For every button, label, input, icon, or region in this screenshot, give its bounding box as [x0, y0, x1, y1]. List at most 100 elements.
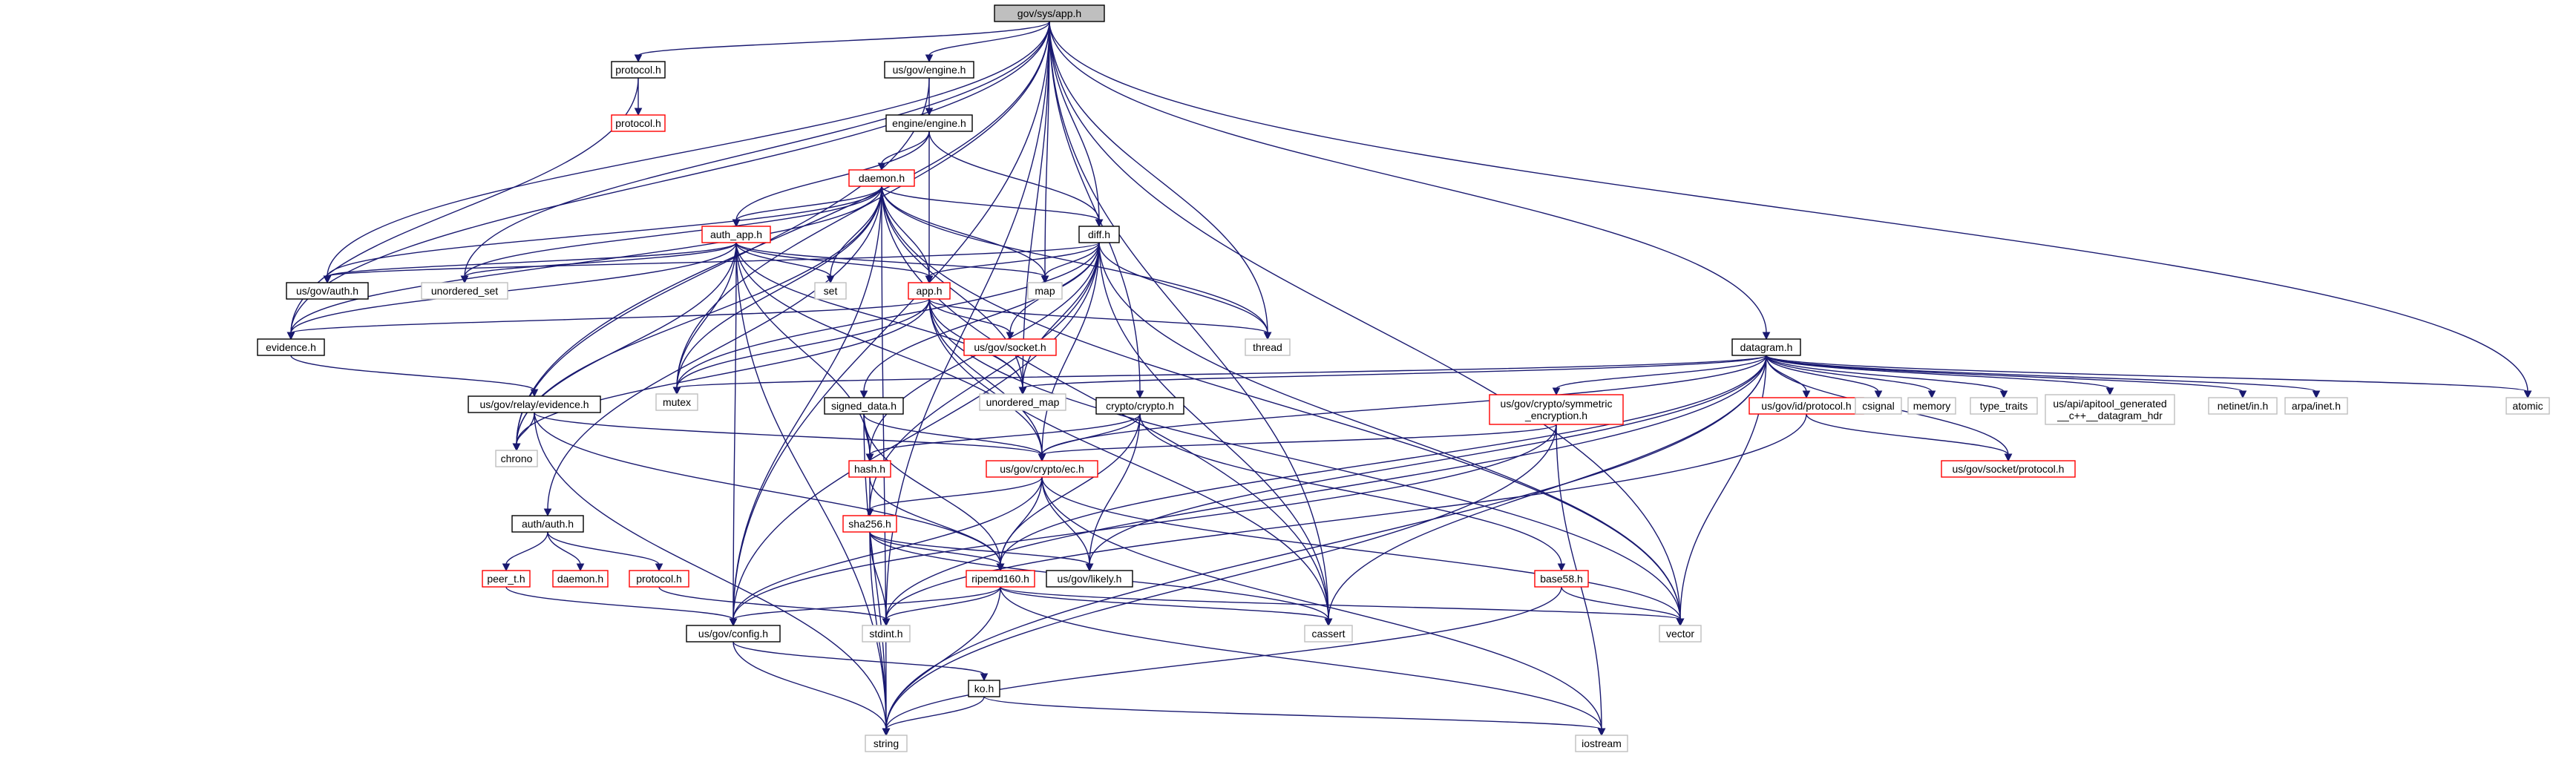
arrowhead-diff_h-to-us_gov_auth_h [323, 275, 332, 284]
edge-daemon_h-to-diff_h [881, 185, 1100, 221]
arrowhead-auth_app_h-to-set [826, 275, 835, 284]
edge-daemon_h-to-mutex [676, 185, 882, 389]
node-us-gov-socket-h[interactable]: us/gov/socket.h [963, 338, 1057, 356]
edge-datagram_h-to-apitool_hdr [1766, 355, 2111, 390]
node-config-h[interactable]: us/gov/config.h [686, 625, 781, 643]
edge-crypto_crypto_h-to-ripemd160_h [1000, 413, 1141, 565]
arrowhead-ripemd160_h-to-config_h [729, 618, 738, 627]
node-unordered-set: unordered_set [421, 282, 508, 300]
node-label: us/gov/auth.h [296, 285, 358, 297]
node-app-h[interactable]: app.h [908, 282, 951, 300]
node-id-protocol-h[interactable]: us/gov/id/protocol.h [1749, 397, 1864, 415]
node-ripemd160-h[interactable]: ripemd160.h [966, 570, 1035, 588]
node-atomic: atomic [2505, 397, 2550, 415]
node-label: hash.h [854, 463, 885, 475]
edge-auth_app_h-to-app_h [735, 242, 930, 277]
arrowhead-ripemd160_h-to-stdint_h [882, 618, 891, 627]
node-label: thread [1253, 341, 1282, 353]
node-box [495, 450, 538, 467]
node-relay-evidence-h[interactable]: us/gov/relay/evidence.h [468, 395, 601, 413]
node-protocol-h-red1[interactable]: protocol.h [611, 114, 666, 132]
node-peer-t-h[interactable]: peer_t.h [482, 570, 531, 588]
edge-sha256_h-to-ripemd160_h [869, 531, 1001, 565]
node-box [421, 282, 508, 300]
node-engine-engine-h[interactable]: engine/engine.h [885, 114, 973, 132]
node-crypto-crypto-h[interactable]: crypto/crypto.h [1095, 397, 1184, 415]
node-us-gov-auth-h[interactable]: us/gov/auth.h [286, 282, 369, 300]
node-box [865, 735, 908, 752]
node-auth-app-h[interactable]: auth_app.h [701, 226, 771, 243]
node-hash-h[interactable]: hash.h [848, 460, 891, 478]
edge-datagram_h-to-arpa_inet_h [1766, 355, 2317, 392]
edge-datagram_h-to-likely_h [1089, 355, 1767, 565]
node-label: daemon.h [557, 573, 603, 585]
node-likely-h[interactable]: us/gov/likely.h [1046, 570, 1133, 588]
node-box [885, 114, 973, 132]
node-datagram-h[interactable]: datagram.h [1731, 338, 1801, 356]
node-box [611, 61, 666, 79]
node-crypto-ec-h[interactable]: us/gov/crypto/ec.h [986, 460, 1098, 478]
node-protocol-h[interactable]: protocol.h [611, 61, 666, 79]
edge-auth_app_h-to-unordered_map [735, 242, 1023, 389]
node-base58-h[interactable]: base58.h [1534, 570, 1589, 588]
node-daemon-h[interactable]: daemon.h [848, 169, 915, 187]
edge-ripemd160_h-to-vector [1000, 586, 1681, 620]
edge-engine_engine_h-to-daemon_h [881, 131, 930, 165]
arrowhead-datagram_h-to-atomic [2523, 390, 2532, 399]
edge-diff_h-to-mutex [676, 242, 1100, 389]
arrowhead-datagram_h-to-unordered_map [1018, 387, 1027, 395]
node-signed-data-h[interactable]: signed_data.h [824, 397, 904, 415]
edge-app_h-to-crypto_ec_h [928, 298, 1043, 456]
node-root[interactable]: gov/sys/app.h [994, 4, 1105, 22]
edge-crypto_ec_h-to-vector [1041, 476, 1681, 620]
node-us-gov-engine-h[interactable]: us/gov/engine.h [884, 61, 974, 79]
node-daemon-h-2[interactable]: daemon.h [552, 570, 609, 588]
edge-peer_t_h-to-config_h [505, 586, 734, 620]
edge-daemon_h-to-thread [881, 185, 1268, 334]
node-label: stdint.h [869, 628, 902, 640]
node-box [468, 395, 601, 413]
node-protocol-h-red2[interactable]: protocol.h [629, 570, 689, 588]
node-box [884, 61, 974, 79]
edge-root-to-protocol_h [638, 21, 1050, 56]
node-label: us/gov/likely.h [1058, 573, 1122, 585]
edge-datagram_h-to-atomic [1766, 355, 2529, 392]
edge-crypto_crypto_h-to-base58_h [1139, 413, 1562, 565]
arrowhead-datagram_h-to-netinet_in_h [2238, 390, 2247, 399]
edge-datagram_h-to-mutex [676, 355, 1767, 389]
node-box [824, 397, 904, 415]
arrowhead-base58_h-to-vector [1676, 618, 1685, 627]
node-label: vector [1666, 628, 1694, 640]
edge-diff_h-to-app_h [928, 242, 1100, 277]
edge-root-to-diff_h [1049, 21, 1100, 221]
edge-root-to-crypto_crypto_h [1049, 21, 1141, 392]
arrowhead-auth_auth_h-to-daemon_h_2 [576, 563, 585, 572]
edge-diff_h-to-map [1044, 242, 1100, 277]
arrowhead-sha256_h-to-likely_h [1085, 563, 1094, 572]
node-label: us/gov/relay/evidence.h [479, 398, 589, 410]
node-ko-h[interactable]: ko.h [968, 680, 1000, 697]
edge-sha256_h-to-likely_h [869, 531, 1090, 565]
node-socket-protocol-h[interactable]: us/gov/socket/protocol.h [1941, 460, 2076, 478]
node-diff-h[interactable]: diff.h [1078, 226, 1120, 243]
node-evidence-h[interactable]: evidence.h [257, 338, 325, 356]
edge-app_h-to-evidence_h [290, 298, 930, 334]
node-iostream: iostream [1575, 735, 1628, 752]
node-box [1970, 397, 2038, 415]
edge-engine_engine_h-to-auth_app_h [735, 131, 930, 221]
node-box [1941, 460, 2076, 478]
node-label: us/gov/socket.h [974, 341, 1046, 353]
node-auth-auth-h[interactable]: auth/auth.h [511, 515, 584, 533]
node-label: string [874, 737, 899, 749]
node-label: peer_t.h [487, 573, 525, 585]
edge-datagram_h-to-type_traits [1766, 355, 2005, 392]
node-box [2284, 397, 2348, 415]
arrowhead-crypto_crypto_h-to-hash_h [865, 453, 874, 462]
node-box [963, 338, 1057, 356]
edge-crypto_ec_h-to-sha256_h [869, 476, 1043, 510]
node-box [2045, 394, 2175, 425]
node-map: map [1027, 282, 1063, 300]
node-symmetric-enc-h[interactable]: us/gov/crypto/symmetric_encryption.h [1489, 394, 1624, 425]
edge-root-to-us_gov_auth_h [327, 21, 1050, 277]
node-sha256-h[interactable]: sha256.h [842, 515, 897, 533]
